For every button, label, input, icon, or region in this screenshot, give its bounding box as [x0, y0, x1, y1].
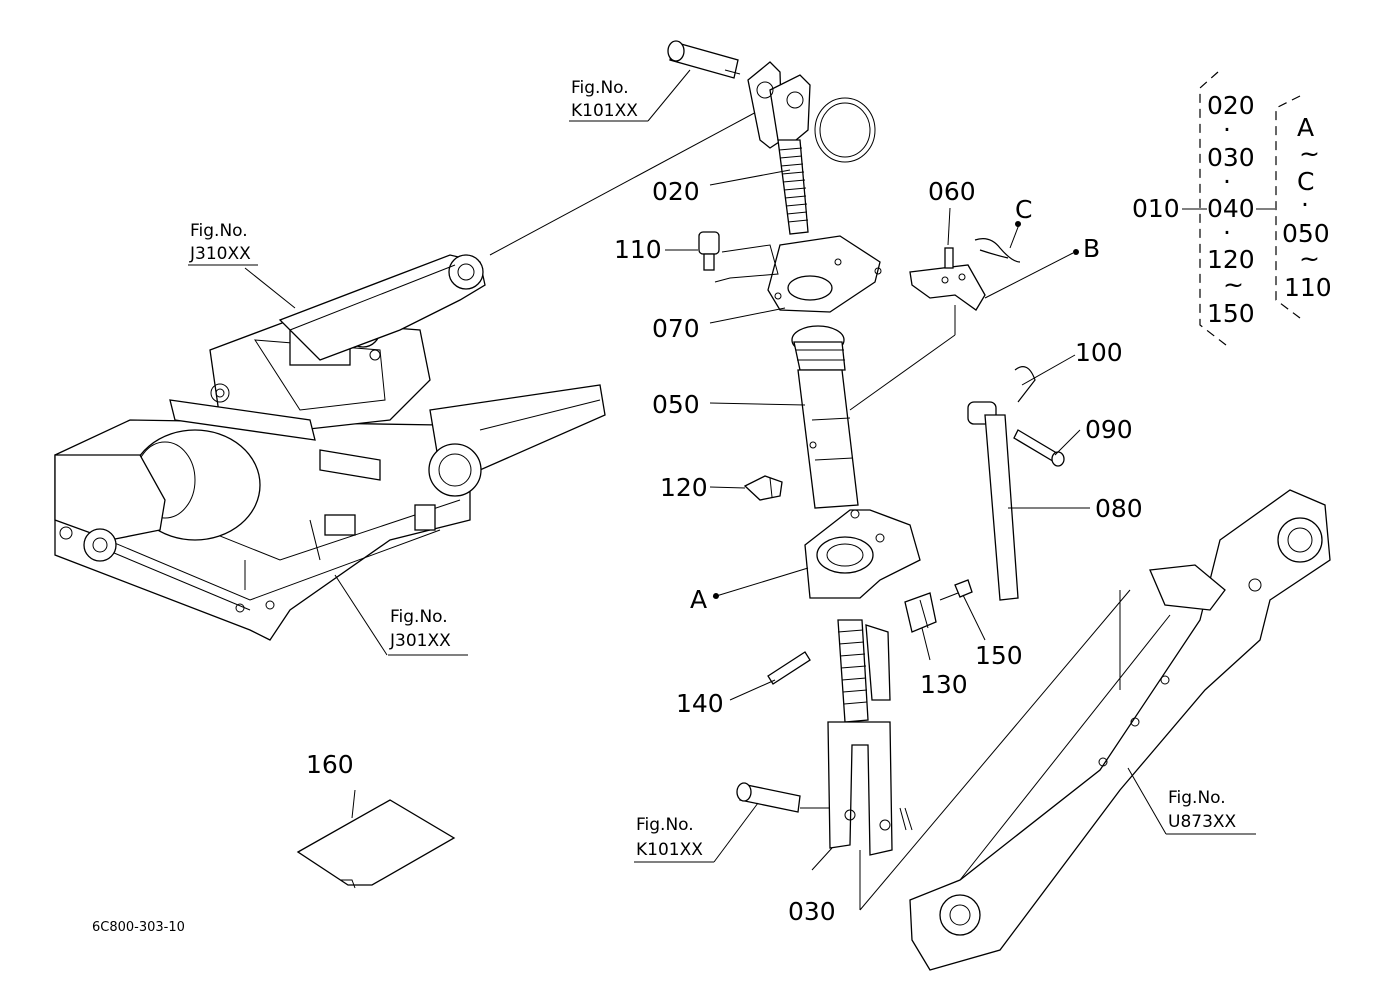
kit-left-item: 020: [1207, 91, 1255, 120]
fig-ref-u873: Fig.No. U873XX: [1127, 767, 1256, 835]
roll-pin-140-drawing: [767, 651, 811, 685]
clevis-020-drawing: [747, 61, 811, 235]
part-number-010: 010: [1132, 194, 1180, 223]
kit-left-item: 150: [1207, 299, 1255, 328]
hydraulic-housing-drawing: [54, 254, 606, 641]
part-number-140: 140: [676, 689, 724, 718]
part-number-050: 050: [652, 390, 700, 419]
part-number-100: 100: [1075, 338, 1123, 367]
kit-legend: 010 020 · 030 · 040 · 120 ~ 150 A ~ C · …: [1132, 71, 1332, 346]
bottom-pin-drawing: [736, 782, 913, 831]
kit-left-item: 030: [1207, 143, 1255, 172]
clevis-030-drawing: [827, 619, 893, 856]
top-pin-drawing: [667, 40, 741, 79]
part-number-020: 020: [652, 177, 700, 206]
snap-ring-drawing: [814, 97, 876, 163]
kit-right-item: ~: [1299, 139, 1320, 168]
kit-left-item: 120: [1207, 245, 1255, 274]
fig-label: Fig.No.: [636, 815, 694, 835]
kit-right-column: A ~ C · 050 ~ 110: [1282, 113, 1332, 302]
reference-dots: [713, 221, 1079, 599]
bolt-110-drawing: [698, 231, 779, 283]
part-number-090: 090: [1085, 415, 1133, 444]
part-number-130: 130: [920, 670, 968, 699]
fig-number-k101-bottom: K101XX: [636, 840, 703, 860]
kit-left-item: ·: [1223, 115, 1231, 144]
cotter-100-drawing: [1014, 366, 1036, 403]
fig-label: Fig.No.: [190, 221, 248, 241]
kit-right-item: ~: [1299, 244, 1320, 273]
part-number-060: 060: [928, 177, 976, 206]
part-numbers: 020 110 070 050 120 140 030 130 150 100 …: [306, 177, 1143, 926]
fig-label: Fig.No.: [390, 607, 448, 627]
fig-ref-j301: Fig.No. J301XX: [388, 607, 468, 656]
kit-left-item: 040: [1207, 194, 1255, 223]
kit-right-item: A: [1297, 113, 1314, 142]
fig-ref-k101-top: Fig.No. K101XX: [569, 69, 691, 122]
point-label-a: A: [690, 585, 707, 614]
fig-number-k101-top: K101XX: [571, 101, 638, 121]
kit-right-item: 110: [1284, 273, 1332, 302]
shaft-050-drawing: [791, 325, 859, 509]
pin-060-drawing: [944, 247, 954, 269]
lower-link-drawing: [909, 489, 1331, 971]
part-number-120: 120: [660, 473, 708, 502]
kit-left-item: ·: [1223, 167, 1231, 196]
kit-left-item: ~: [1223, 270, 1244, 299]
housing-leaders: [244, 109, 761, 656]
pin-090-drawing: [1013, 429, 1065, 467]
part-number-110: 110: [614, 235, 662, 264]
document-code: 6C800-303-10: [92, 920, 185, 935]
fig-ref-k101-bottom: Fig.No. K101XX: [634, 802, 759, 863]
kit-right-item: ·: [1301, 190, 1309, 219]
kit-left-column: 020 · 030 · 040 · 120 ~ 150: [1207, 91, 1255, 328]
fig-number-u873: U873XX: [1168, 812, 1237, 832]
plate-b-drawing: [909, 264, 986, 311]
part-number-030: 030: [788, 897, 836, 926]
point-label-b: B: [1083, 234, 1100, 263]
kit-right-item: 050: [1282, 219, 1330, 248]
fig-ref-j310: Fig.No. J310XX: [188, 221, 258, 266]
rod-080-drawing: [967, 401, 1019, 601]
plate-070-drawing: [767, 235, 882, 313]
bolt-150-drawing: [939, 579, 973, 601]
kit-left-item: ·: [1223, 218, 1231, 247]
fig-label: Fig.No.: [571, 78, 629, 98]
grease-nipple-120-drawing: [743, 475, 783, 501]
point-label-c: C: [1015, 195, 1032, 224]
fig-number-j310: J310XX: [189, 244, 251, 264]
sticker-160-drawing: [296, 799, 456, 889]
part-number-150: 150: [975, 641, 1023, 670]
part-number-160: 160: [306, 750, 354, 779]
pin-130-drawing: [904, 592, 937, 633]
part-number-070: 070: [652, 314, 700, 343]
clip-c-drawing: [974, 238, 1021, 263]
kit-right-item: C: [1297, 167, 1314, 196]
fig-number-j301: J301XX: [389, 631, 451, 651]
bracket-a-drawing: [804, 509, 921, 599]
fig-label: Fig.No.: [1168, 788, 1226, 808]
leader-lines: [351, 169, 1131, 911]
part-number-080: 080: [1095, 494, 1143, 523]
